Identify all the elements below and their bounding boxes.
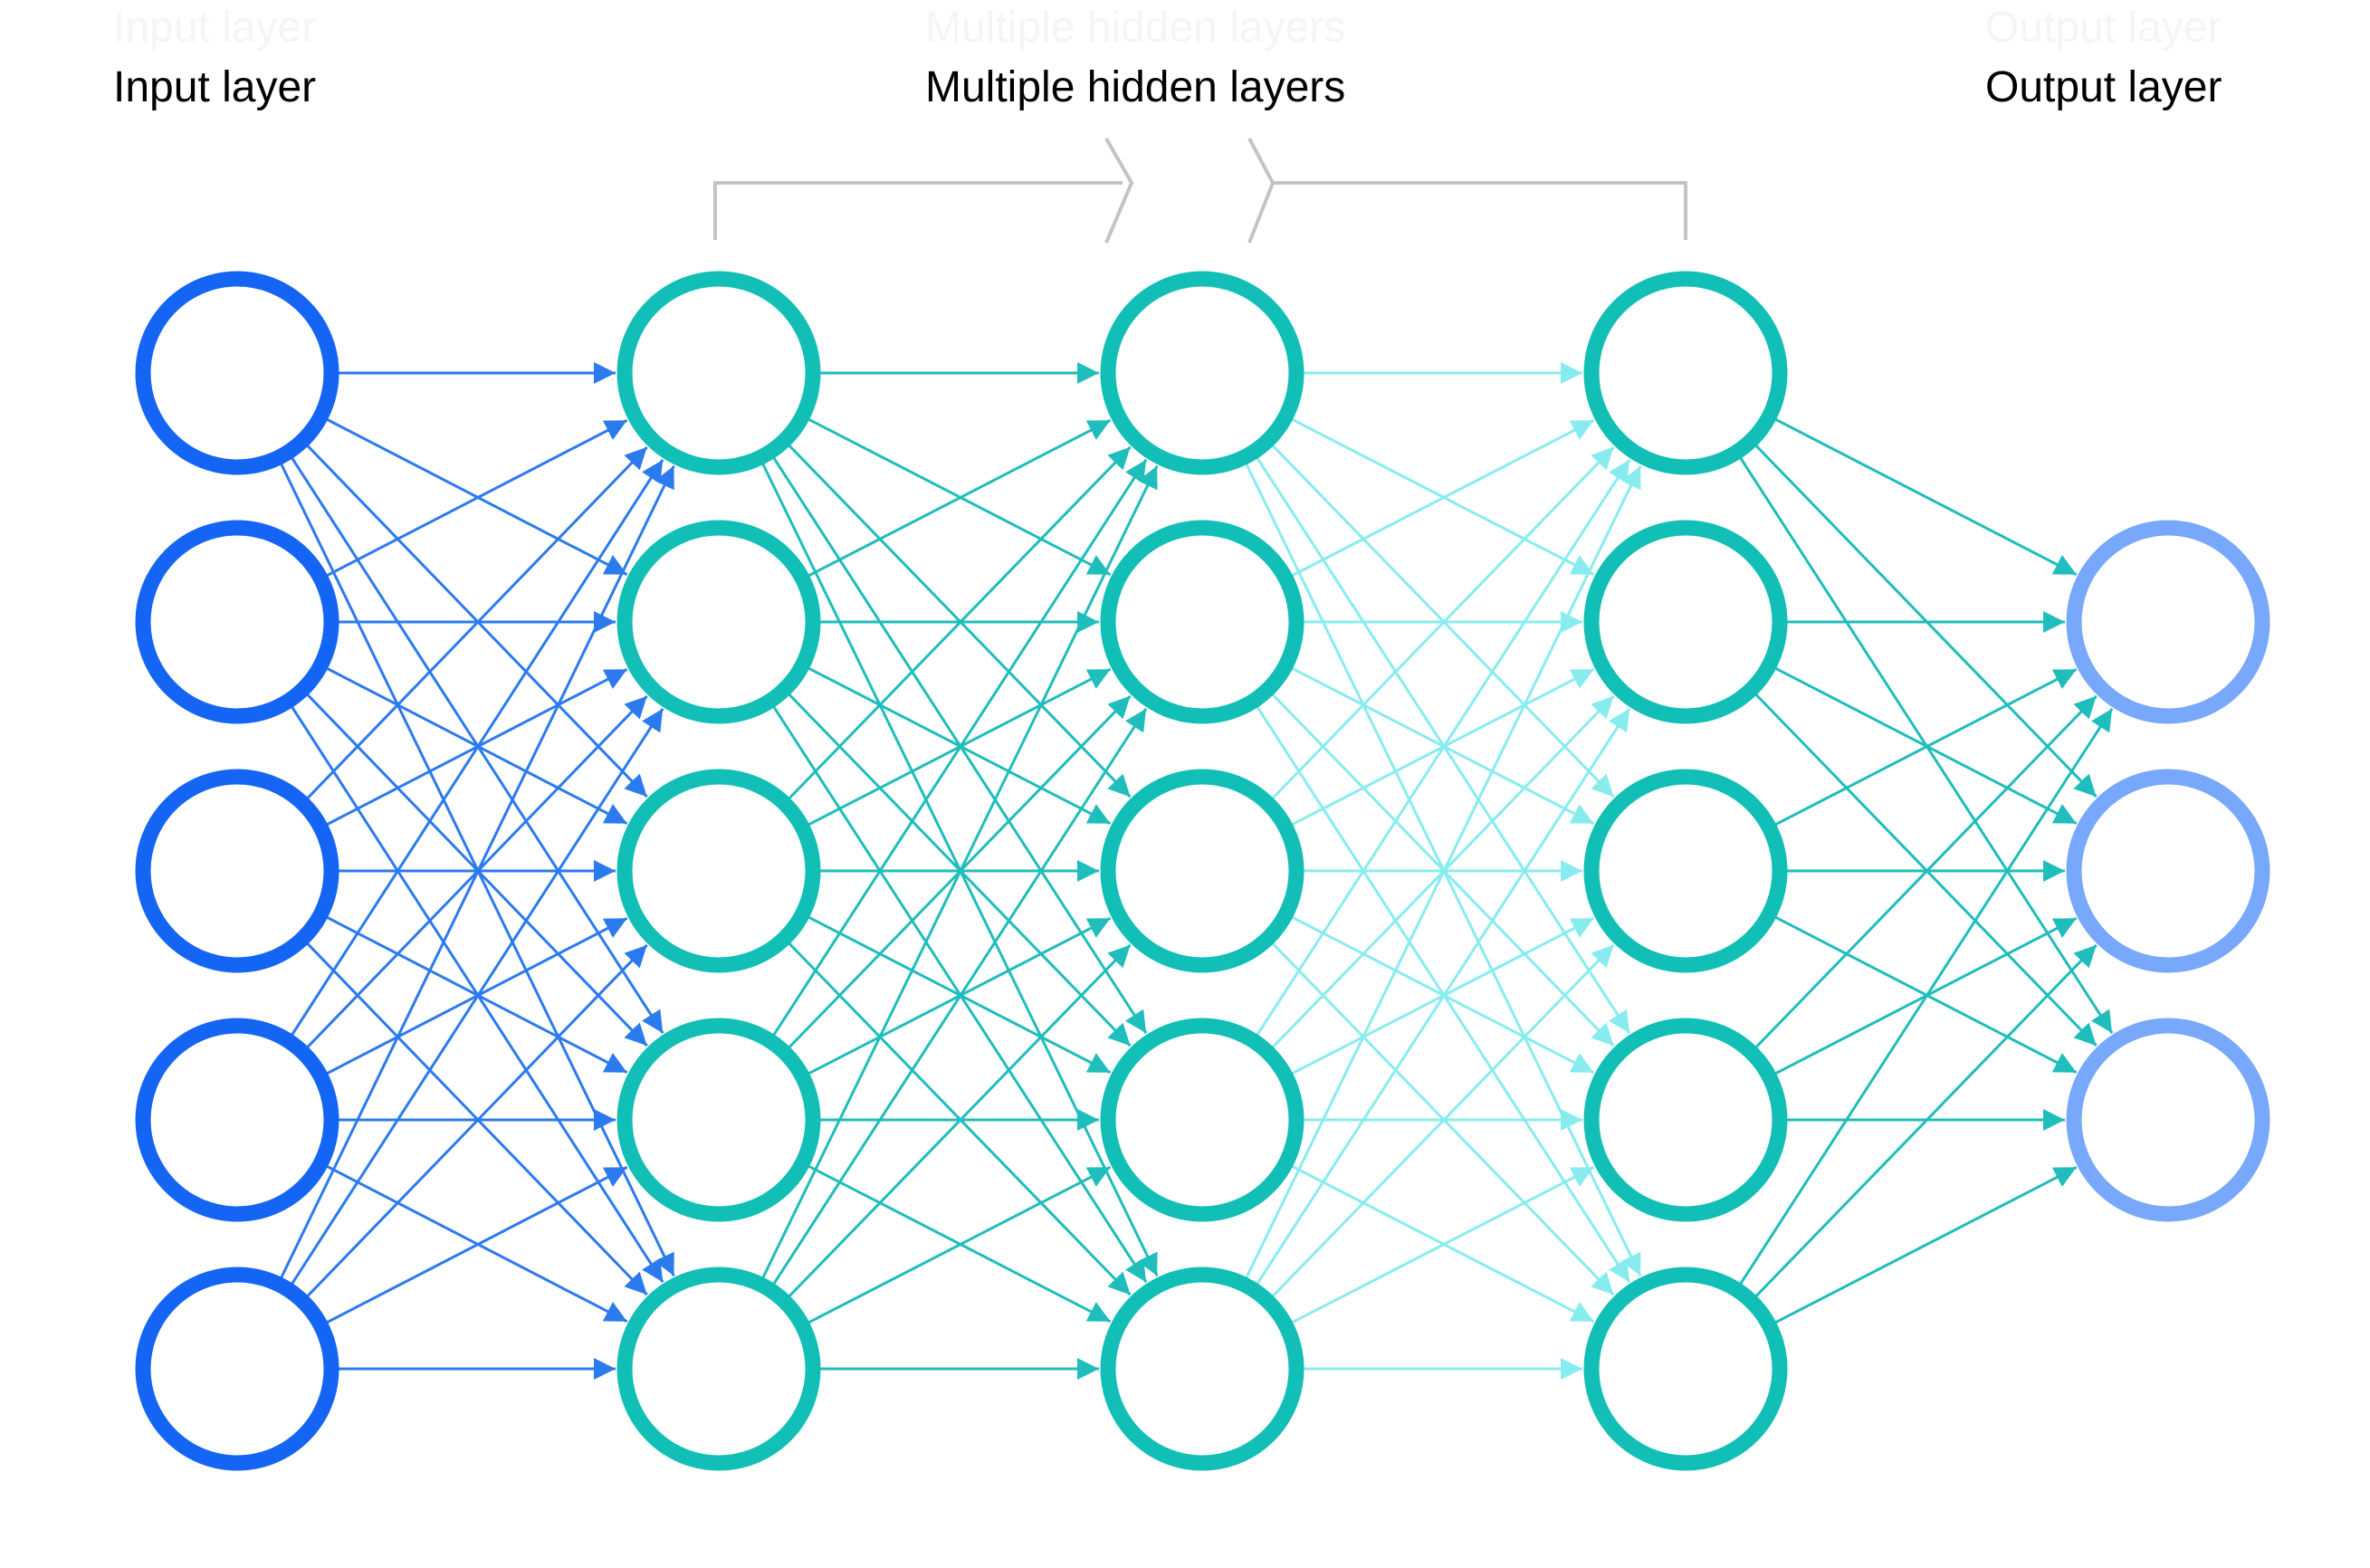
connection-hidden-3-5-to-output-3 [1773, 1165, 2078, 1324]
connection-input-4-to-hidden-1-5 [325, 1164, 628, 1324]
hidden-3-neuron-5 [1583, 1267, 1788, 1471]
connection-input-1-to-hidden-1-2 [325, 417, 628, 577]
hidden-2-neuron-2 [1100, 520, 1304, 724]
input-neuron-5 [135, 1267, 339, 1471]
connection-input-5-to-hidden-1-2 [290, 707, 664, 1286]
connection-input-2-to-hidden-1-3 [325, 666, 628, 826]
connection-hidden-1-5-to-hidden-2-2 [771, 707, 1148, 1286]
hidden-2-neuron-1 [1100, 271, 1304, 475]
connection-input-5-to-hidden-1-3 [305, 943, 648, 1298]
hidden-2-neuron-5 [1100, 1267, 1304, 1471]
connection-input-2-to-hidden-1-1 [325, 418, 628, 578]
hidden-2-neuron-3 [1100, 769, 1304, 973]
input-layer-label: Input layer [113, 63, 316, 111]
bracket-left-segment [713, 181, 1123, 240]
connection-hidden-2-5-to-hidden-3-4 [1290, 1165, 1595, 1324]
output-neuron-2 [2066, 769, 2270, 973]
connection-hidden-1-4-to-hidden-2-5 [807, 1164, 1112, 1324]
hidden-1-neuron-2 [616, 520, 821, 724]
connection-input-5-to-hidden-1-4 [325, 1165, 628, 1324]
connection-hidden-3-3-to-output-3 [1773, 915, 2078, 1075]
connection-hidden-1-3-to-hidden-2-1 [787, 445, 1132, 801]
hidden-layers-ghost-label: Multiple hidden layers [925, 4, 1345, 52]
connection-hidden-2-2-to-hidden-3-3 [1290, 666, 1595, 826]
hidden-1-neuron-5 [616, 1267, 821, 1471]
connection-hidden-2-3-to-hidden-3-1 [1270, 445, 1615, 801]
connection-input-3-to-hidden-1-1 [305, 445, 648, 800]
connection-hidden-2-4-to-hidden-3-1 [1255, 458, 1631, 1037]
connection-hidden-1-1-to-hidden-2-2 [807, 417, 1112, 577]
connection-hidden-3-4-to-output-1 [1754, 694, 2098, 1050]
bracket-right-segment [1273, 181, 1687, 240]
connection-input-3-to-hidden-1-4 [325, 915, 628, 1075]
bracket-right-break-mark [1247, 138, 1276, 244]
connection-hidden-3-5-to-output-1 [1738, 707, 2114, 1286]
connection-hidden-3-2-to-output-2 [1773, 666, 2078, 826]
hidden-3-neuron-3 [1583, 769, 1788, 973]
connection-hidden-2-5-to-hidden-3-1 [1244, 464, 1642, 1280]
connection-hidden-1-3-to-hidden-2-4 [807, 915, 1112, 1075]
connection-hidden-2-5-to-hidden-3-2 [1255, 707, 1631, 1286]
output-layer-ghost-label: Output layer [1985, 4, 2222, 52]
hidden-3-neuron-2 [1583, 520, 1788, 724]
hidden-layers-label: Multiple hidden layers [925, 63, 1345, 111]
connection-hidden-1-5-to-hidden-2-1 [760, 464, 1159, 1280]
connections [279, 362, 2114, 1380]
connection-hidden-2-1-to-hidden-3-2 [1290, 417, 1595, 577]
input-neuron-2 [135, 520, 339, 724]
hidden-2-neuron-4 [1100, 1018, 1304, 1222]
connection-hidden-1-4-to-hidden-2-1 [771, 458, 1148, 1037]
connection-hidden-2-4-to-hidden-3-5 [1290, 1164, 1595, 1324]
input-neuron-4 [135, 1018, 339, 1222]
hidden-3-neuron-1 [1583, 271, 1788, 475]
connection-hidden-3-3-to-output-1 [1773, 667, 2078, 827]
output-layer-label: Output layer [1985, 63, 2222, 111]
connection-input-4-to-hidden-1-1 [290, 458, 664, 1037]
output-neuron-3 [2066, 1018, 2270, 1222]
input-layer-ghost-label: Input layer [113, 4, 316, 52]
hidden-3-neuron-4 [1583, 1018, 1788, 1222]
connection-hidden-1-5-to-hidden-2-3 [787, 943, 1132, 1299]
hidden-1-neuron-4 [616, 1018, 821, 1222]
hidden-layers-bracket [713, 138, 1687, 244]
connection-hidden-1-2-to-hidden-2-1 [807, 418, 1112, 578]
connection-hidden-1-2-to-hidden-2-3 [807, 666, 1112, 826]
input-neuron-1 [135, 271, 339, 475]
hidden-1-neuron-1 [616, 271, 821, 475]
output-neuron-1 [2066, 520, 2270, 724]
connection-input-5-to-hidden-1-1 [279, 464, 675, 1280]
connection-hidden-1-5-to-hidden-2-4 [807, 1165, 1112, 1324]
connection-hidden-3-1-to-output-1 [1773, 417, 2078, 577]
connection-hidden-2-5-to-hidden-3-3 [1270, 943, 1615, 1299]
input-neuron-3 [135, 769, 339, 973]
connection-hidden-3-5-to-output-2 [1754, 943, 2098, 1299]
connection-hidden-2-3-to-hidden-3-4 [1290, 915, 1595, 1075]
neurons [135, 271, 2270, 1471]
hidden-1-neuron-3 [616, 769, 821, 973]
bracket-left-break-mark [1104, 138, 1134, 244]
connection-hidden-2-2-to-hidden-3-1 [1290, 418, 1595, 578]
